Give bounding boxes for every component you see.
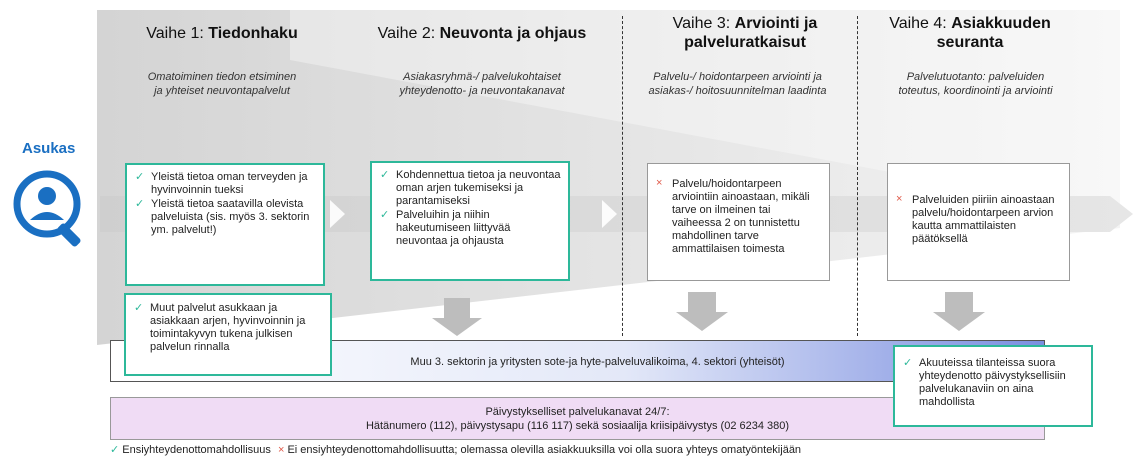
check-icon: ✓ xyxy=(134,302,144,314)
check-icon: ✓ xyxy=(135,198,145,210)
phase-2-title: Vaihe 2: Neuvonta ja ohjaus xyxy=(377,25,587,42)
legend: ✓ Ensiyhteydenottomahdollisuus × Ei ensi… xyxy=(110,444,801,457)
list-item: ✓Kohdennettua tietoa ja neuvontaa oman a… xyxy=(380,169,561,207)
chevron-icon xyxy=(602,200,617,228)
list-item: ×Palvelu/hoidontarpeen arviointiin ainoa… xyxy=(656,177,810,255)
chevron-icon xyxy=(330,200,345,228)
cross-icon: × xyxy=(656,177,663,189)
down-arrow-icon xyxy=(933,292,985,331)
phase-1-title: Vaihe 1: Tiedonhaku xyxy=(146,25,298,42)
emergency-services-bar: Päivystykselliset palvelukanavat 24/7: H… xyxy=(110,397,1045,440)
check-icon: ✓ xyxy=(380,209,390,221)
phase-2-card: ✓Kohdennettua tietoa ja neuvontaa oman a… xyxy=(370,161,570,281)
phase-4-card: ×Palveluiden piiriin ainoastaan palvelu/… xyxy=(887,163,1070,281)
legend-no-text: Ei ensiyhteydenottomahdollisuutta; olema… xyxy=(287,444,802,456)
phase-divider xyxy=(857,16,858,336)
other-services-card: ✓Muut palvelut asukkaan ja asiakkaan arj… xyxy=(124,293,332,376)
list-item: ✓Yleistä tietoa oman terveyden ja hyvinv… xyxy=(135,171,308,196)
phase-divider xyxy=(622,16,623,336)
list-item: ✓Yleistä tietoa saatavilla olevista palv… xyxy=(135,198,310,236)
list-item: ×Palveluiden piiriin ainoastaan palvelu/… xyxy=(896,193,1055,245)
resident-search-icon xyxy=(13,170,81,247)
phase-1-card: ✓Yleistä tietoa oman terveyden ja hyvinv… xyxy=(125,163,325,286)
list-item: ✓Palveluihin ja niihin hakeutumiseen lii… xyxy=(380,209,511,247)
check-icon: ✓ xyxy=(135,171,145,183)
check-icon: ✓ xyxy=(110,444,120,456)
funnel-shape xyxy=(97,10,1120,345)
legend-ok-text: Ensiyhteydenottomahdollisuus xyxy=(122,444,271,456)
cross-icon: × xyxy=(896,193,903,205)
cross-icon: × xyxy=(277,444,285,456)
list-item: ✓Muut palvelut asukkaan ja asiakkaan arj… xyxy=(134,302,306,353)
check-icon: ✓ xyxy=(380,169,390,181)
down-arrow-icon xyxy=(676,292,728,331)
acute-contact-card: ✓Akuuteissa tilanteissa suora yhteydenot… xyxy=(893,345,1093,427)
resident-label: Asukas xyxy=(22,140,76,157)
down-arrow-icon xyxy=(432,298,482,336)
list-item: ✓Akuuteissa tilanteissa suora yhteydenot… xyxy=(903,357,1066,408)
check-icon: ✓ xyxy=(903,357,913,369)
phase-3-card: ×Palvelu/hoidontarpeen arviointiin ainoa… xyxy=(647,163,830,281)
